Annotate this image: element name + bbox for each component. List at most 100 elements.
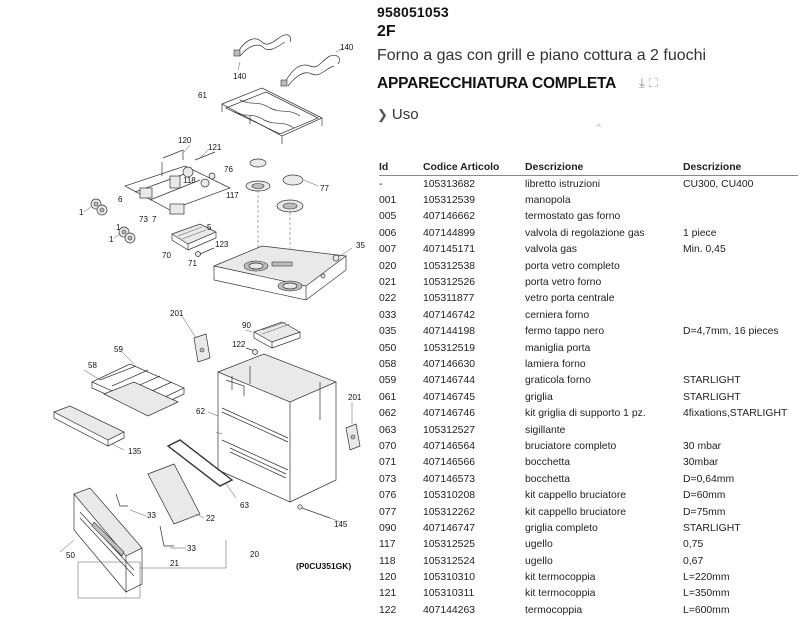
callout-label: 21 bbox=[170, 559, 179, 568]
cell-description: valvola gas bbox=[525, 244, 577, 256]
parts-table: Id Codice Articolo Descrizione Descrizio… bbox=[379, 159, 798, 619]
cell-description: sigillante bbox=[525, 424, 566, 436]
callout-label: 201 bbox=[348, 393, 362, 402]
callout-label: 120 bbox=[178, 136, 192, 145]
cell-code: 407146630 bbox=[423, 358, 476, 370]
column-header-code: Codice Articolo bbox=[423, 159, 525, 176]
column-header-description-2: Descrizione bbox=[683, 159, 798, 176]
product-description: Forno a gas con grill e piano cottura a … bbox=[377, 47, 707, 64]
cell-code: 105312539 bbox=[423, 195, 476, 207]
cell-code: 407146564 bbox=[423, 440, 476, 452]
cell-description: kit cappello bruciatore bbox=[525, 490, 627, 502]
section-actions: ⤓⛶ bbox=[639, 75, 662, 91]
cell-description-2: Min. 0,45 bbox=[683, 244, 726, 256]
cell-id: - bbox=[379, 178, 383, 190]
cell-description-2: 30 mbar bbox=[683, 440, 722, 452]
download-icon[interactable]: ⤓ bbox=[639, 75, 649, 90]
callout-label: 50 bbox=[66, 551, 75, 560]
cell-code: 407144899 bbox=[423, 227, 476, 239]
cell-id: 118 bbox=[379, 555, 396, 567]
callout-label: 90 bbox=[242, 321, 251, 330]
cell-description: valvola di regolazione gas bbox=[525, 227, 645, 239]
callout-label: 1 bbox=[116, 223, 121, 232]
callout-label: 145 bbox=[334, 520, 348, 529]
cell-description: bocchetta bbox=[525, 457, 571, 469]
part-140-thermocouple-right bbox=[280, 55, 340, 87]
door-dimension-lines bbox=[59, 539, 227, 599]
cell-code: 407145171 bbox=[423, 244, 476, 256]
callout-label: 73 bbox=[139, 215, 148, 224]
chevron-up-icon[interactable]: ⌃ bbox=[594, 123, 604, 135]
cell-description: ugello bbox=[525, 539, 553, 551]
cell-description-2: L=220mm bbox=[683, 572, 730, 584]
cell-code: 105310208 bbox=[423, 490, 476, 502]
product-number: 958051053 bbox=[377, 4, 449, 20]
chevron-right-icon: ❯ bbox=[377, 107, 388, 122]
cell-description-2 bbox=[683, 192, 798, 208]
column-header-id: Id bbox=[379, 159, 423, 176]
callout-label: 117 bbox=[226, 191, 239, 200]
cell-description-2 bbox=[683, 274, 798, 290]
callout-label: 33 bbox=[147, 511, 156, 520]
cell-description-2: L=350mm bbox=[683, 588, 730, 600]
part-22-inner-glass bbox=[147, 463, 205, 525]
part-20-oven-door bbox=[73, 487, 174, 593]
cell-id: 077 bbox=[379, 506, 397, 518]
cell-description-2: 0,67 bbox=[683, 555, 704, 567]
cell-id: 061 bbox=[379, 391, 397, 403]
callout-label: 7 bbox=[152, 215, 157, 224]
diagram-code: (P0CU351GK) bbox=[296, 561, 351, 571]
callout-label: 33 bbox=[187, 544, 196, 553]
callout-label: 135 bbox=[128, 447, 142, 456]
cell-description: porta vetro completo bbox=[525, 260, 620, 272]
part-63-door-seal bbox=[166, 439, 237, 499]
expand-icon[interactable]: ⛶ bbox=[648, 75, 662, 90]
part-77-burner-cap bbox=[276, 174, 304, 213]
callout-label: 123 bbox=[215, 240, 229, 249]
cell-id: 063 bbox=[379, 424, 397, 436]
part-58-oven-tray bbox=[83, 351, 179, 417]
cell-description: vetro porta centrale bbox=[525, 293, 615, 305]
cell-id: 070 bbox=[379, 440, 397, 452]
cell-description-2: 0,75 bbox=[683, 539, 704, 551]
cell-description: manopola bbox=[525, 195, 571, 207]
callout-label: 201 bbox=[170, 309, 184, 318]
usage-tab[interactable]: ❯Uso bbox=[377, 106, 419, 123]
part-145-probe bbox=[297, 504, 341, 523]
cell-code: 407146744 bbox=[423, 375, 476, 387]
callout-label: 61 bbox=[198, 91, 207, 100]
cell-id: 122 bbox=[379, 604, 397, 616]
cell-description-2: STARLIGHT bbox=[683, 375, 741, 387]
part-70-burner bbox=[171, 223, 217, 257]
cell-description-2 bbox=[683, 307, 798, 323]
cell-code: 105312526 bbox=[423, 277, 476, 289]
cell-description-2: D=0,64mm bbox=[683, 473, 735, 485]
